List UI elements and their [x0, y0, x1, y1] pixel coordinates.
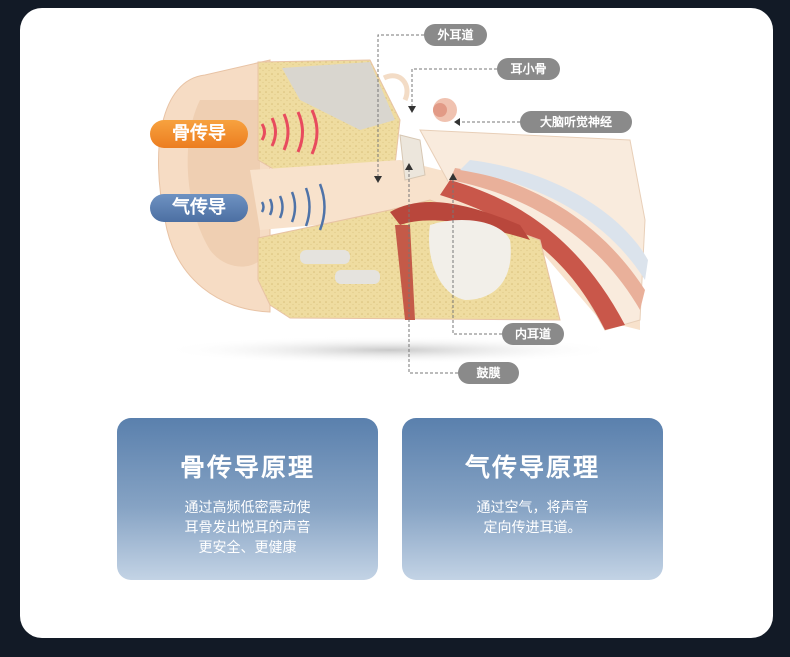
ear-anatomy-illustration: [157, 34, 648, 374]
card-title: 气传导原理: [464, 453, 600, 482]
card-text-line: 定向传进耳道。: [483, 520, 582, 536]
air-conduction-card: 气传导原理 通过空气，将声音 定向传进耳道。: [402, 418, 663, 580]
bone-conduction-badge: 骨传导: [150, 120, 248, 148]
bone-conduction-waves-icon: [260, 109, 319, 155]
air-conduction-waves-icon: [260, 183, 326, 231]
card-text-line: 通过高频低密震动使: [184, 500, 311, 516]
label-eardrum: 鼓膜: [458, 362, 519, 384]
bone-conduction-card: 骨传导原理 通过高频低密震动使 耳骨发出悦耳的声音 更安全、更健康: [117, 418, 378, 580]
card-text-line: 耳骨发出悦耳的声音: [184, 520, 311, 536]
label-ossicles: 耳小骨: [497, 58, 560, 80]
card-text-line: 更安全、更健康: [198, 540, 297, 556]
label-outer-ear-canal: 外耳道: [424, 24, 487, 46]
card-text-line: 通过空气，将声音: [476, 500, 589, 516]
model-shadow: [160, 336, 620, 364]
leader-lines: [377, 34, 520, 374]
air-conduction-badge: 气传导: [150, 194, 248, 222]
card-title: 骨传导原理: [179, 453, 315, 482]
label-inner-ear-canal: 内耳道: [502, 323, 564, 345]
label-auditory-nerve: 大脑听觉神经: [520, 111, 632, 133]
